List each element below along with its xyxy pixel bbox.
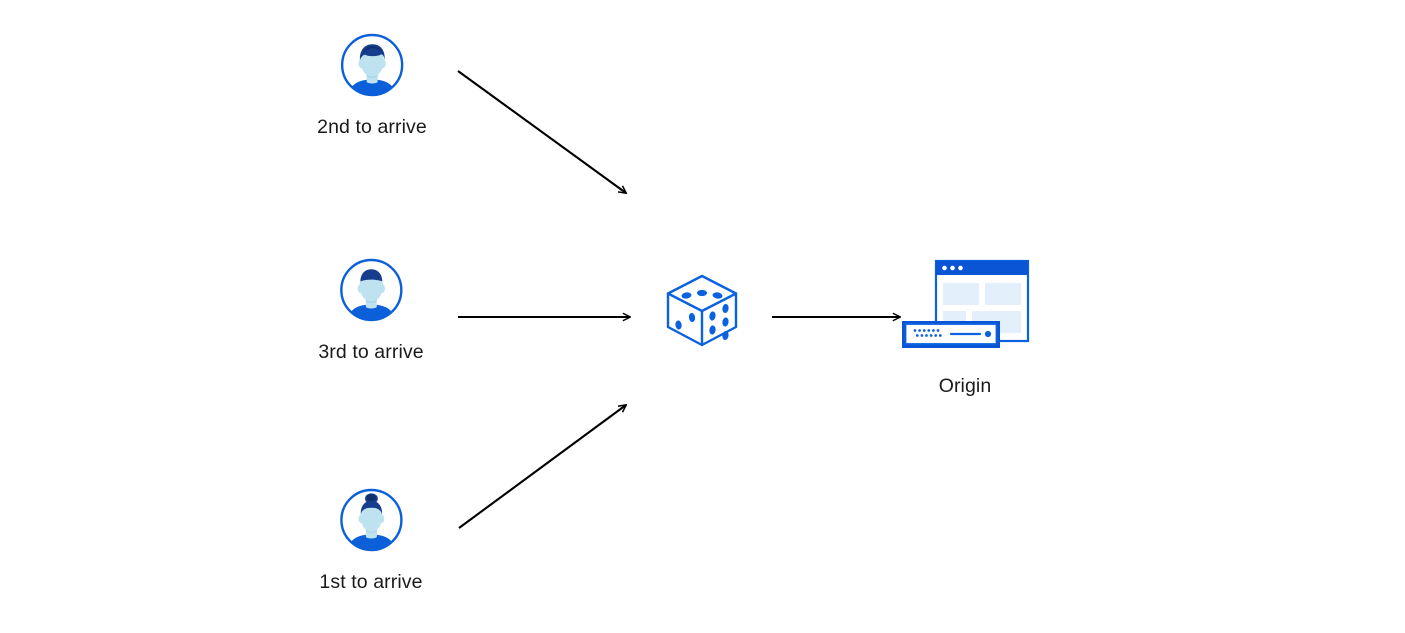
server-appliance-icon bbox=[902, 321, 1000, 348]
node-label: 3rd to arrive bbox=[318, 341, 424, 363]
dice-icon bbox=[659, 267, 745, 353]
node-user-1st: 1st to arrive bbox=[319, 487, 422, 593]
node-label: Origin bbox=[938, 375, 992, 397]
node-label: 2nd to arrive bbox=[317, 116, 427, 138]
user-avatar-female-icon bbox=[338, 487, 404, 553]
user-avatar-icon bbox=[338, 257, 404, 323]
arrow-1st-to-dice bbox=[458, 405, 626, 529]
browser-window-icon bbox=[934, 259, 1030, 343]
node-user-3rd: 3rd to arrive bbox=[318, 257, 424, 363]
user-avatar-icon bbox=[339, 32, 405, 98]
arrow-2nd-to-dice bbox=[457, 70, 626, 193]
node-randomizer bbox=[659, 267, 745, 353]
node-user-2nd: 2nd to arrive bbox=[317, 32, 427, 138]
node-label: 1st to arrive bbox=[319, 571, 423, 593]
node-origin: Origin bbox=[898, 257, 1032, 397]
origin-server-icon bbox=[898, 257, 1032, 357]
